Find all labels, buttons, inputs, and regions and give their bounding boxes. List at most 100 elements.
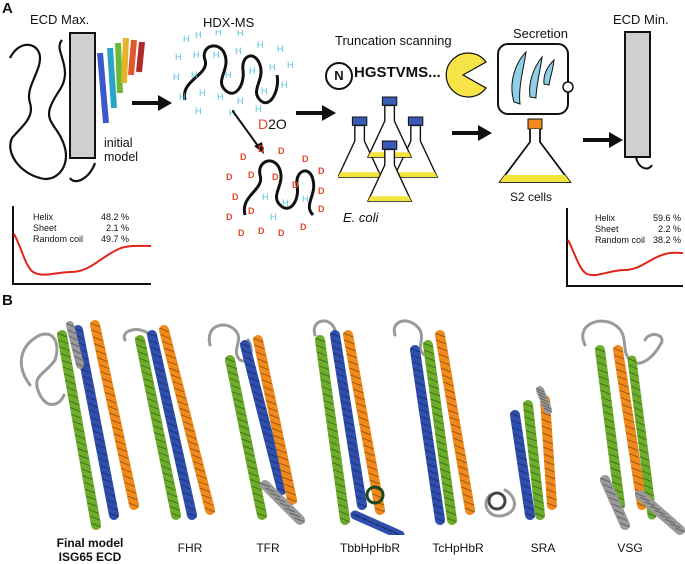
hydrogen-label: H [270, 212, 277, 222]
helix [422, 340, 458, 525]
hydrogen-label: H [249, 66, 256, 76]
hydrogen-label: H [195, 106, 202, 116]
hydrogen-label: H [215, 30, 222, 37]
hydrogen-label: H [235, 46, 242, 56]
helix [158, 325, 216, 515]
helix [259, 480, 306, 525]
helix [522, 400, 546, 520]
hydrogen-label: H [262, 192, 269, 202]
caption-final-model: Final model ISG65 ECD [56, 536, 124, 564]
hydrogen-label: H [225, 70, 232, 80]
deuterium-label: D [300, 222, 307, 232]
helix [252, 335, 298, 505]
hydrogen-label: H [269, 62, 276, 72]
hydrogen-label: H [237, 30, 244, 38]
deuterium-label: D [226, 172, 233, 182]
helix-turn [487, 491, 507, 511]
hydrogen-label: H [287, 60, 294, 70]
helix [409, 345, 446, 525]
arrow-2 [296, 105, 336, 121]
initial-model-label: initial model [104, 136, 139, 164]
hdx-undeuterated [183, 44, 280, 104]
helix [72, 325, 120, 520]
deuterium-label: D [318, 204, 325, 214]
deuterium-label: D [238, 228, 245, 238]
helix [56, 330, 102, 530]
helix [134, 335, 182, 520]
hydrogen-label: H [302, 194, 309, 204]
hydrogen-label: H [229, 108, 236, 118]
hydrogen-label: H [175, 52, 182, 62]
hydrogen-label: H [281, 80, 288, 90]
membrane-bar [69, 32, 96, 159]
helix [65, 321, 85, 369]
helix [594, 345, 626, 510]
hdx-deuterated [242, 159, 316, 217]
hydrogen-label: H [183, 34, 190, 44]
secretion-title: Secretion [513, 26, 568, 41]
hdx-title: HDX-MS [203, 15, 255, 30]
ecd-min-diagram [624, 31, 653, 170]
helix [509, 410, 536, 520]
helix [89, 320, 140, 510]
structures-panel [19, 319, 685, 535]
coil-loop [392, 319, 427, 357]
ecd-min-title: ECD Min. [613, 12, 669, 27]
caption-fhr: FHR [177, 541, 203, 555]
deuterium-label: D [248, 206, 255, 216]
flask [392, 116, 439, 178]
deuterium-label: D [278, 146, 285, 156]
flask [366, 96, 413, 158]
arrow-4 [583, 132, 623, 148]
hydrogen-label: H [179, 92, 186, 102]
helix [239, 340, 288, 495]
hydrogen-label: H [173, 72, 180, 82]
deuterium-label: D [272, 172, 279, 182]
deuterium-label: D [258, 226, 265, 236]
coil-loop [484, 488, 516, 518]
deuterium-label: D [248, 170, 255, 180]
deuterium-label: D [292, 180, 299, 190]
flasks-icon [338, 96, 439, 202]
truncation-title: Truncation scanning [335, 33, 452, 48]
ecd-max-diagram [9, 32, 145, 183]
disordered-loop [9, 39, 68, 181]
deuterium-label: D [226, 212, 233, 222]
hydrogen-label: H [261, 86, 268, 96]
d2o-label [231, 109, 282, 165]
helix [350, 510, 405, 535]
hydrogen-label: H [277, 44, 284, 54]
caption-sra: SRA [530, 541, 556, 555]
caption-tchphbr: TcHpHbR [432, 541, 484, 555]
helix [634, 490, 685, 535]
coil-loop [19, 332, 66, 406]
caption-tfr: TFR [256, 541, 280, 555]
hydrogen-label: H [217, 92, 224, 102]
helix [535, 386, 553, 414]
hydrogen-label: H [257, 40, 264, 50]
s2-cells-label: S2 cells [510, 190, 553, 204]
arrow-1 [132, 95, 172, 111]
helix [224, 355, 268, 520]
hydrogen-label: H [195, 30, 202, 40]
hydrogen-label: H [193, 50, 200, 60]
caption-vsg: VSG [617, 541, 643, 555]
sequence-text: HGSTVMS... [354, 64, 441, 81]
deuterium-label: D [318, 186, 325, 196]
helix-turn [365, 485, 385, 505]
panel-a-label: A [2, 0, 13, 17]
helix [612, 345, 648, 510]
hydrogen-label: H [213, 50, 220, 60]
deuterium-label: D [258, 144, 265, 154]
helix [434, 330, 476, 515]
hydrogen-label: H [282, 198, 289, 208]
helix [539, 395, 558, 510]
deuterium-label: D [240, 152, 247, 162]
hydrogen-label: H [237, 96, 244, 106]
helix [146, 330, 198, 520]
